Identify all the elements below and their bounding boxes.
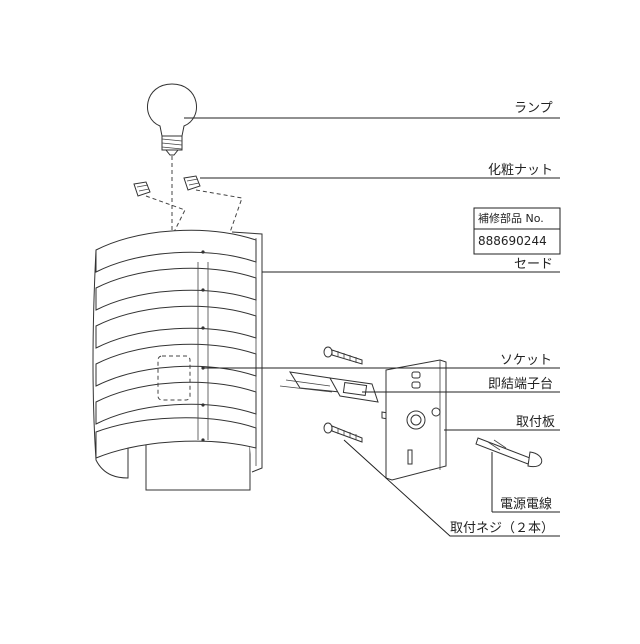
mounting-plate [385,359,447,481]
label-mounting-screw: 取付ネジ（２本） [450,521,554,536]
screw-upper [323,346,363,365]
socket-terminal-assembly [279,371,379,403]
repair-part-number: 888690244 [478,234,547,248]
screw-lower [323,422,363,443]
power-wire [475,437,543,468]
label-decorative-nut: 化粧ナット [488,163,553,178]
label-mounting-plate: 取付板 [516,415,555,430]
label-power-wire: 電源電線 [500,496,552,512]
repair-part-header: 補修部品 No. [478,211,544,225]
decorative-nut-right [183,175,201,191]
leader-lines [184,117,560,537]
nut-assembly-dashes [145,156,243,239]
shade [92,229,263,491]
label-quick-terminal: 即結端子台 [488,377,553,392]
label-socket: ソケット [500,353,552,368]
decorative-nut-left [133,181,151,197]
repair-part-box: 補修部品 No. 888690244 [473,207,561,255]
lamp-bulb [147,83,197,156]
label-lamp: ランプ [514,101,553,116]
label-shade: セード [514,257,553,272]
